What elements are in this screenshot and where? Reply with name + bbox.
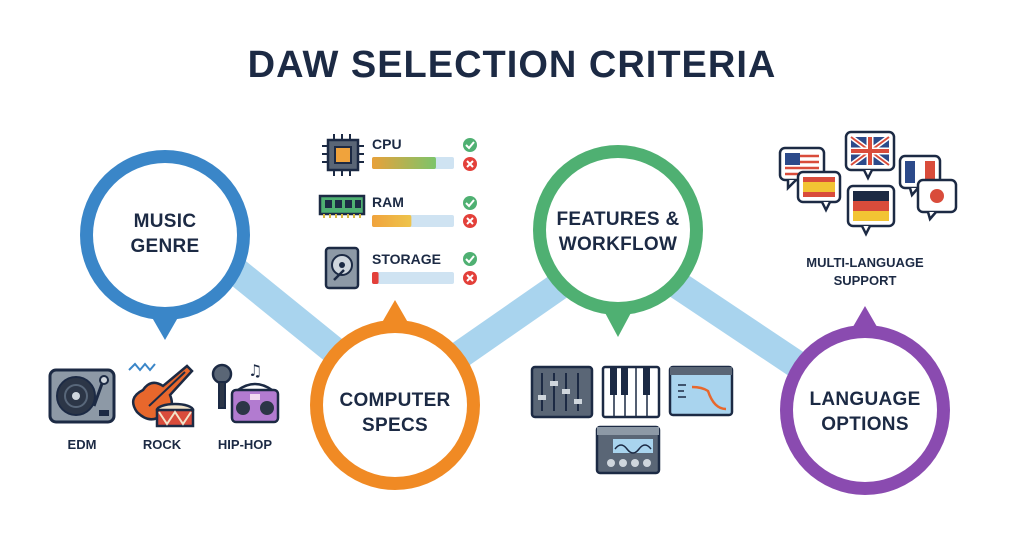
genre-label-edm: EDM xyxy=(67,437,97,452)
eq-curve-window-icon xyxy=(668,365,734,417)
svg-text:♫: ♫ xyxy=(248,361,262,380)
ram-bar-fill xyxy=(372,215,412,227)
storage-bar-fill xyxy=(372,272,379,284)
genre-label-hip-hop: HIP-HOP xyxy=(217,437,273,452)
mic-boombox-icon: ♫ xyxy=(211,361,280,424)
node-label-computer-specs: COMPUTER SPECS xyxy=(339,390,451,436)
uk-flag-bubble-icon xyxy=(844,130,896,181)
node-label-music-genre: MUSIC GENRE xyxy=(130,211,200,257)
plugin-window-icon xyxy=(595,425,661,475)
turntable-icon xyxy=(48,368,116,424)
node-label-features-workflow: FEATURES & WORKFLOW xyxy=(556,209,680,255)
japan-flag-bubble-icon xyxy=(916,178,958,222)
cross-icon xyxy=(463,214,477,228)
status-icons xyxy=(463,138,477,285)
node-music-genre xyxy=(80,150,250,340)
node-computer-specs xyxy=(310,300,480,490)
spec-label-cpu: CPU xyxy=(372,136,402,152)
cross-icon xyxy=(463,157,477,171)
node-language-options xyxy=(780,306,950,495)
check-icon xyxy=(463,196,477,210)
ram-stick-icon xyxy=(318,194,366,218)
cross-icon xyxy=(463,271,477,285)
spec-bars xyxy=(372,157,454,284)
spec-label-ram: RAM xyxy=(372,194,404,210)
page-title: DAW SELECTION CRITERIA xyxy=(247,44,777,86)
storage-bar-track xyxy=(372,272,454,284)
check-icon xyxy=(463,138,477,152)
node-label-language-options: LANGUAGE OPTIONS xyxy=(809,389,921,435)
check-icon xyxy=(463,252,477,266)
guitar-drum-icon xyxy=(128,362,195,428)
hard-drive-icon xyxy=(324,246,360,290)
cpu-chip-icon xyxy=(322,134,364,176)
cpu-bar-fill xyxy=(372,157,436,169)
mixer-faders-icon xyxy=(530,365,594,419)
spec-label-storage: STORAGE xyxy=(372,251,441,267)
language-support-label: MULTI-LANGUAGE SUPPORT xyxy=(806,255,924,288)
node-features-workflow xyxy=(533,145,703,337)
spain-flag-bubble-icon xyxy=(796,170,842,213)
germany-flag-bubble-icon xyxy=(846,184,896,237)
piano-keys-icon xyxy=(601,365,661,419)
genre-label-rock: ROCK xyxy=(142,437,182,452)
